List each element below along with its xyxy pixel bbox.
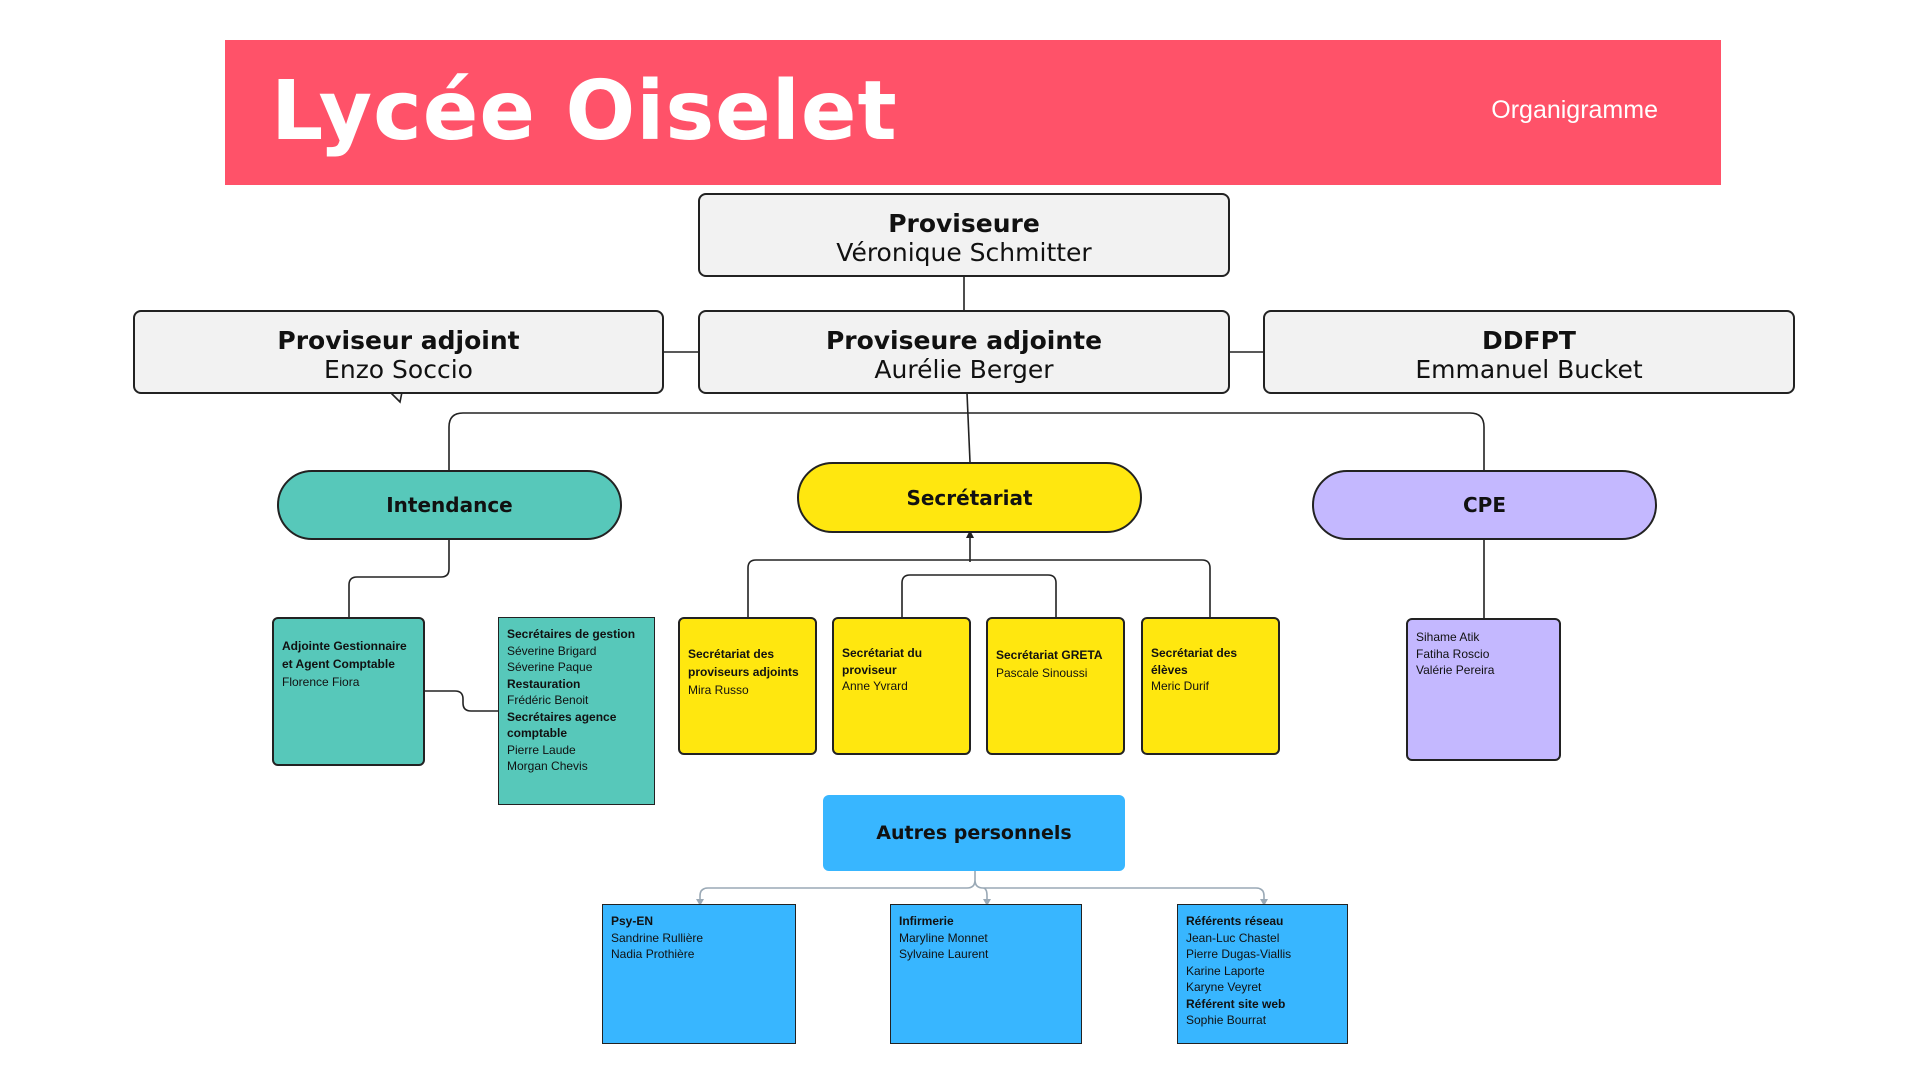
card-name: Meric Durif: [1151, 679, 1210, 693]
connector-sec-branch: [747, 533, 1211, 617]
role-proviseur-adjoint[interactable]: Proviseur adjoint Enzo Soccio: [133, 310, 664, 394]
role-proviseure[interactable]: Proviseure Véronique Schmitter: [698, 193, 1230, 277]
connector-intendance-card1: [348, 539, 450, 617]
role-title: Proviseure adjointe: [825, 326, 1103, 355]
pill-secretariat[interactable]: Secrétariat: [797, 462, 1142, 533]
section-title: Secrétaires de gestion: [507, 627, 636, 641]
staff-name: Karyne Veyret: [1186, 980, 1262, 994]
staff-name: Pierre Dugas-Viallis: [1186, 947, 1292, 961]
staff-name: Karine Laporte: [1186, 963, 1265, 978]
staff-name: Séverine Paque: [507, 660, 593, 674]
staff-name: Pierre Laude: [507, 742, 576, 757]
section-title: Psy-EN: [611, 914, 654, 928]
card-secretariat-adjoints[interactable]: Secrétariat des proviseurs adjoints Mira…: [678, 617, 817, 755]
role-name: Enzo Soccio: [324, 355, 473, 384]
card-title: Secrétariat des proviseurs adjoints: [688, 647, 799, 679]
card-psy-en[interactable]: Psy-EN Sandrine Rullière Nadia Prothière: [602, 904, 796, 1044]
section-title: Référents réseau: [1186, 914, 1284, 928]
staff-name: Maryline Monnet: [899, 930, 988, 945]
card-intendance-staff[interactable]: Secrétaires de gestion Séverine Brigard …: [498, 617, 655, 805]
school-title: Lycée Oiselet: [271, 64, 898, 159]
chart-subtitle: Organigramme: [1491, 96, 1658, 124]
staff-name: Frédéric Benoit: [507, 693, 589, 707]
staff-name: Jean-Luc Chastel: [1186, 930, 1280, 945]
card-title: Secrétariat des élèves: [1151, 646, 1238, 677]
role-title: Proviseur adjoint: [277, 326, 520, 355]
role-title: DDFPT: [1482, 326, 1576, 355]
staff-name: Sylvaine Laurent: [899, 947, 989, 961]
card-adjointe-gestionnaire[interactable]: Adjointe Gestionnaire et Agent Comptable…: [272, 617, 425, 766]
staff-name: Valérie Pereira: [1416, 663, 1495, 677]
card-referents[interactable]: Référents réseau Jean-Luc Chastel Pierre…: [1177, 904, 1348, 1044]
staff-name: Sophie Bourrat: [1186, 1013, 1267, 1027]
role-name: Emmanuel Bucket: [1415, 355, 1643, 384]
card-title: Adjointe Gestionnaire et Agent Comptable: [282, 639, 407, 671]
section-title: Infirmerie: [899, 914, 954, 928]
staff-name: Nadia Prothière: [611, 947, 695, 961]
card-cpe-staff[interactable]: Sihame Atik Fatiha Roscio Valérie Pereir…: [1406, 618, 1561, 761]
role-name: Aurélie Berger: [874, 355, 1054, 384]
card-name: Pascale Sinoussi: [996, 666, 1088, 680]
staff-name: Fatiha Roscio: [1416, 646, 1490, 661]
card-title: Secrétariat du proviseur: [842, 646, 923, 677]
role-name: Véronique Schmitter: [836, 238, 1092, 267]
card-secretariat-proviseur[interactable]: Secrétariat du proviseur Anne Yvrard: [832, 617, 971, 755]
card-secretariat-greta[interactable]: Secrétariat GRETA Pascale Sinoussi: [986, 617, 1125, 755]
staff-name: Sandrine Rullière: [611, 930, 704, 945]
staff-name: Sihame Atik: [1416, 630, 1480, 644]
card-secretariat-eleves[interactable]: Secrétariat des élèves Meric Durif: [1141, 617, 1280, 755]
section-title: Restauration: [507, 676, 581, 691]
pill-intendance[interactable]: Intendance: [277, 470, 622, 540]
connector-card1-card2: [425, 690, 498, 712]
card-name: Mira Russo: [688, 683, 749, 697]
staff-name: Morgan Chevis: [507, 759, 588, 773]
role-ddfpt[interactable]: DDFPT Emmanuel Bucket: [1263, 310, 1795, 394]
role-proviseure-adjointe[interactable]: Proviseure adjointe Aurélie Berger: [698, 310, 1230, 394]
connector-autres-branch: [699, 871, 1265, 904]
connector-adjointe-secretariat: [966, 392, 971, 463]
card-name: Florence Fiora: [282, 675, 360, 689]
card-title: Secrétariat GRETA: [996, 648, 1103, 662]
card-infirmerie[interactable]: Infirmerie Maryline Monnet Sylvaine Laur…: [890, 904, 1082, 1044]
header-banner: Lycée Oiselet Organigramme: [225, 40, 1721, 185]
section-title: Référent site web: [1186, 996, 1286, 1011]
card-name: Anne Yvrard: [842, 679, 908, 693]
role-title: Proviseure: [888, 209, 1040, 238]
pill-cpe[interactable]: CPE: [1312, 470, 1657, 540]
section-title: Secrétaires agence comptable: [507, 709, 617, 741]
staff-name: Séverine Brigard: [507, 643, 597, 658]
autres-personnels-header[interactable]: Autres personnels: [823, 795, 1125, 871]
